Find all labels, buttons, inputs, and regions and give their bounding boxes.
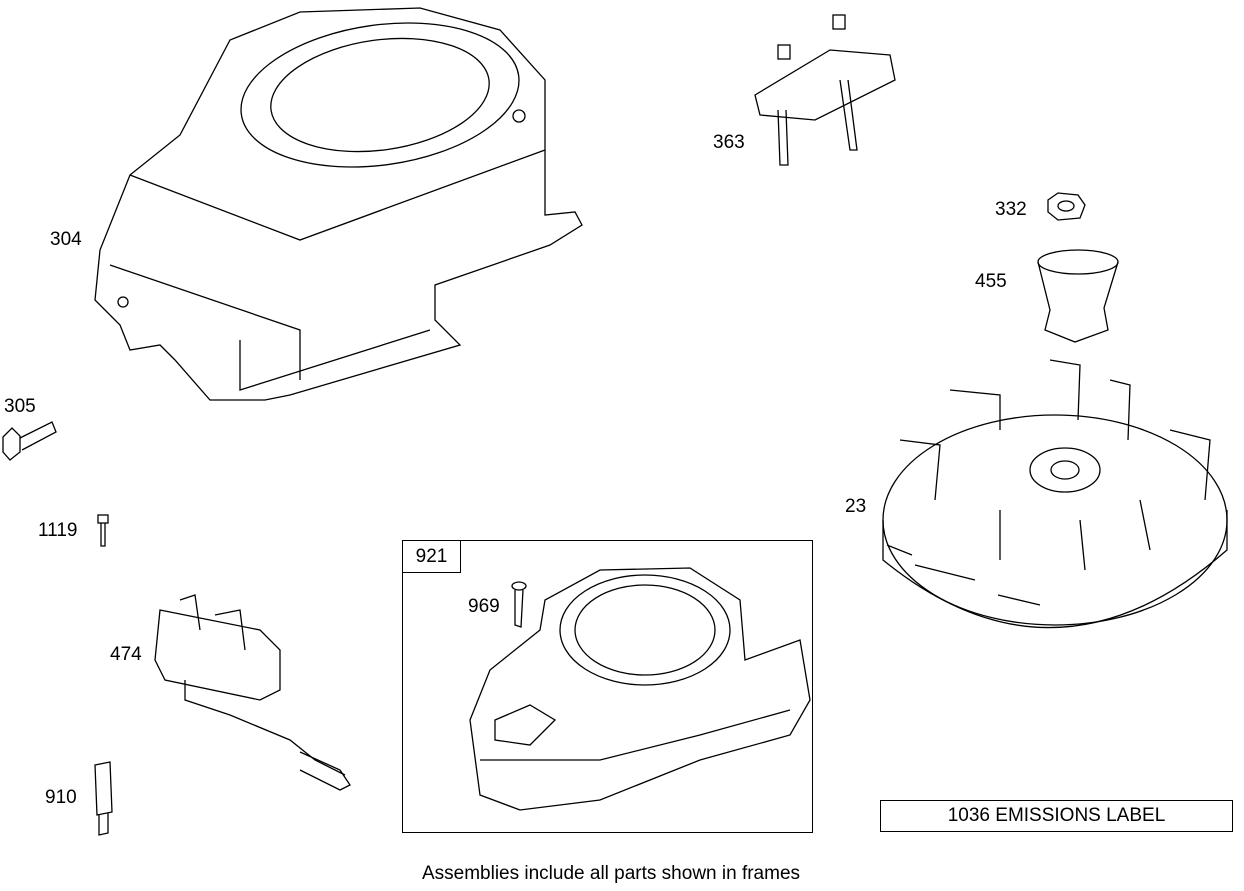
nut-332[interactable] (1047, 192, 1086, 221)
flywheel-23[interactable] (882, 359, 1228, 629)
bolt-305[interactable] (2, 421, 57, 461)
cup-455[interactable] (1037, 249, 1119, 343)
emissions-label-box: 1036 EMISSIONS LABEL (880, 800, 1233, 832)
stud-910[interactable] (94, 761, 113, 836)
armature-474[interactable] (154, 594, 351, 791)
part-label-910: 910 (45, 787, 77, 808)
part-label-455: 455 (975, 271, 1007, 292)
part-label-969: 969 (468, 596, 500, 617)
blower-housing-304[interactable] (94, 6, 583, 401)
part-label-1119: 1119 (38, 520, 78, 541)
rocker-363[interactable] (754, 14, 896, 166)
part-label-304: 304 (50, 229, 82, 250)
part-label-305: 305 (4, 396, 36, 417)
screw-969[interactable] (511, 581, 527, 628)
part-label-363: 363 (713, 132, 745, 153)
part-label-332: 332 (995, 199, 1027, 220)
assembly-frame-921 (402, 540, 813, 833)
part-label-23: 23 (845, 496, 867, 517)
assembly-frame-label: 921 (402, 540, 461, 573)
screw-1119[interactable] (97, 514, 109, 547)
diagram-caption: Assemblies include all parts shown in fr… (421, 863, 801, 884)
part-label-474: 474 (110, 644, 142, 665)
shroud-921[interactable] (469, 567, 811, 811)
